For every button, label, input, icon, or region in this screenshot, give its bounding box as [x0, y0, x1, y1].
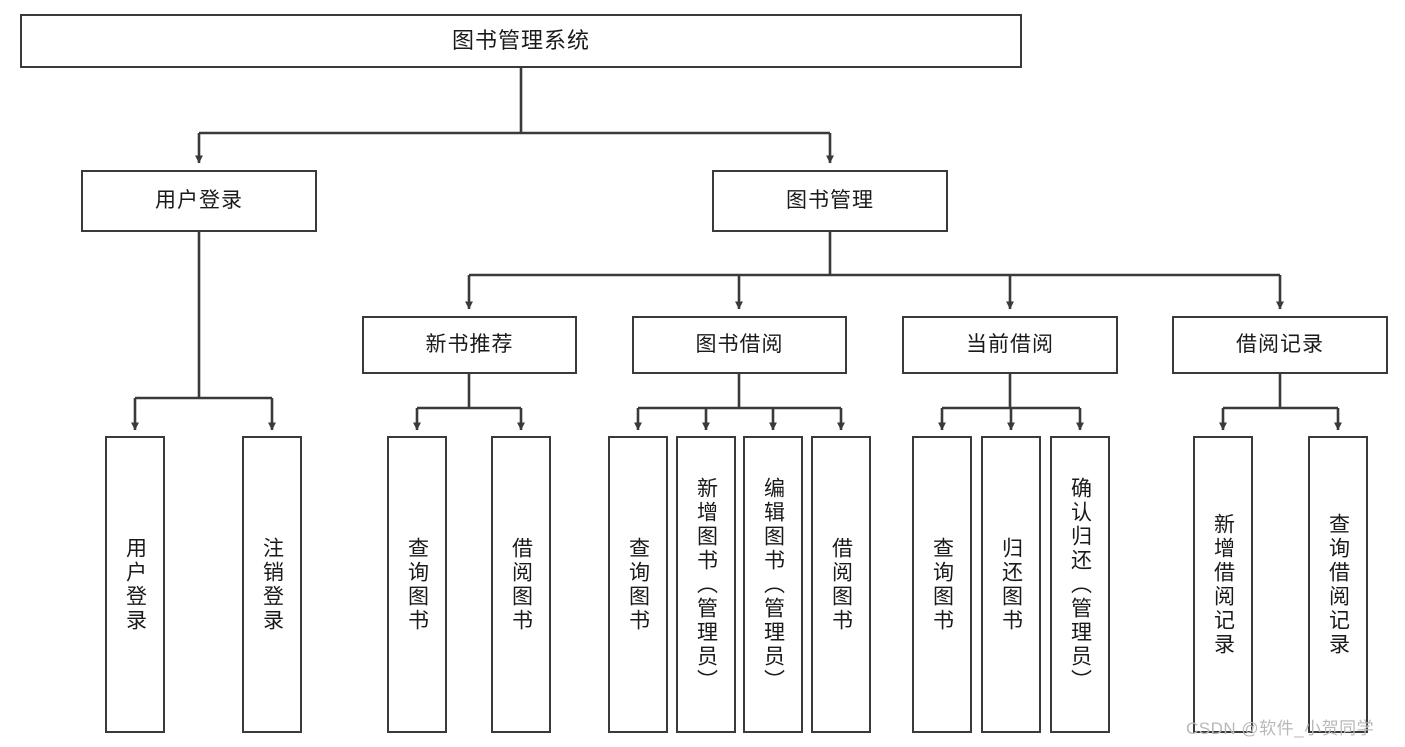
- node-leaf-logout-login-label: 注销登录: [260, 536, 284, 633]
- node-leaf-query-record-label: 查询借阅记录: [1326, 512, 1350, 657]
- node-leaf-borrow-book-2-label: 借阅图书: [829, 536, 853, 633]
- node-leaf-query-book-2-label: 查询图书: [626, 536, 650, 633]
- node-book-borrow[interactable]: 图书借阅: [632, 316, 847, 374]
- node-leaf-query-book-3-label: 查询图书: [930, 536, 954, 633]
- node-leaf-query-book-1[interactable]: 查询图书: [387, 436, 447, 733]
- node-leaf-query-book-2[interactable]: 查询图书: [608, 436, 668, 733]
- node-user-login[interactable]: 用户登录: [81, 170, 317, 232]
- node-root[interactable]: 图书管理系统: [20, 14, 1022, 68]
- node-leaf-query-record[interactable]: 查询借阅记录: [1308, 436, 1368, 733]
- node-leaf-add-record[interactable]: 新增借阅记录: [1193, 436, 1253, 733]
- node-leaf-add-book[interactable]: 新增图书（管理员）: [676, 436, 736, 733]
- node-new-book-rec-label: 新书推荐: [425, 332, 514, 356]
- node-current-borrow-label: 当前借阅: [966, 332, 1054, 356]
- node-leaf-borrow-book-2[interactable]: 借阅图书: [811, 436, 871, 733]
- node-leaf-query-book-3[interactable]: 查询图书: [912, 436, 972, 733]
- node-current-borrow[interactable]: 当前借阅: [902, 316, 1118, 374]
- node-borrow-record[interactable]: 借阅记录: [1172, 316, 1388, 374]
- node-leaf-borrow-book-1[interactable]: 借阅图书: [491, 436, 551, 733]
- node-leaf-borrow-book-1-label: 借阅图书: [509, 536, 533, 633]
- node-borrow-record-label: 借阅记录: [1236, 332, 1324, 356]
- node-book-borrow-label: 图书借阅: [695, 332, 784, 356]
- node-leaf-return-book[interactable]: 归还图书: [981, 436, 1041, 733]
- csdn-watermark: CSDN @软件_小贺同学: [1186, 719, 1375, 738]
- node-user-login-label: 用户登录: [155, 188, 243, 212]
- node-leaf-return-book-label: 归还图书: [999, 536, 1023, 633]
- node-leaf-confirm-return[interactable]: 确认归还（管理员）: [1050, 436, 1110, 733]
- node-leaf-query-book-1-label: 查询图书: [405, 536, 429, 633]
- node-leaf-logout-login[interactable]: 注销登录: [242, 436, 302, 733]
- node-leaf-add-record-label: 新增借阅记录: [1211, 512, 1235, 657]
- node-leaf-user-login-label: 用户登录: [123, 536, 147, 633]
- node-book-manage-label: 图书管理: [786, 188, 874, 212]
- node-leaf-add-book-label: 新增图书（管理员）: [694, 476, 718, 693]
- node-leaf-user-login[interactable]: 用户登录: [105, 436, 165, 733]
- node-new-book-rec[interactable]: 新书推荐: [362, 316, 577, 374]
- node-leaf-confirm-return-label: 确认归还（管理员）: [1068, 476, 1092, 693]
- node-leaf-edit-book[interactable]: 编辑图书（管理员）: [743, 436, 803, 733]
- node-root-label: 图书管理系统: [451, 28, 590, 54]
- node-book-manage[interactable]: 图书管理: [712, 170, 948, 232]
- node-leaf-edit-book-label: 编辑图书（管理员）: [761, 476, 785, 693]
